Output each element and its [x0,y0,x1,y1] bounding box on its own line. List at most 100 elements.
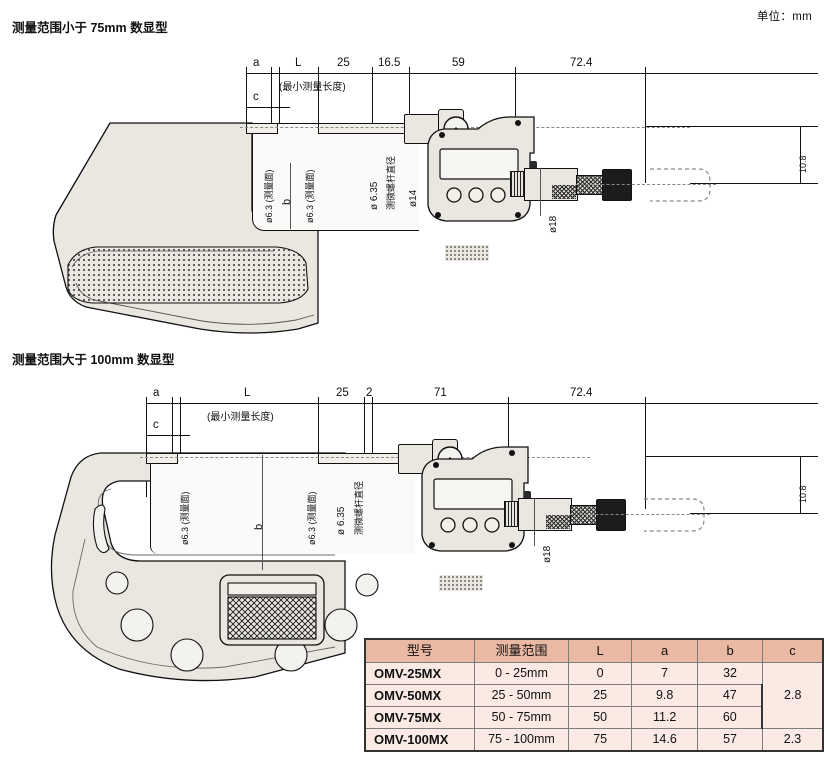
cell-b: 32 [697,662,763,685]
th-range: 测量范围 [473,638,570,663]
callout-anvil-face-2: ø6.3 (测量面) [180,491,190,545]
callout-b-1: b [281,198,293,205]
cell-b: 47 [697,684,764,707]
dim-10-8-label: 10.8 [798,155,808,173]
heat-shield-pad-1 [67,246,309,304]
dim-ext-a-left-2 [146,397,147,497]
dim-c-label-2: c [153,419,159,431]
dim-ext-724-right [645,67,646,183]
display-grip-dots-1 [445,245,489,261]
leader-b-1 [290,163,291,229]
leader-b-2 [262,455,263,570]
dim-line-108-top [645,126,818,127]
cell-L: 25 [568,684,633,707]
measuring-gap-2 [150,453,415,554]
digital-display-head-2 [421,446,531,552]
dim-ext-2-right-2 [372,397,373,505]
cell-range: 50 - 75mm [473,706,570,729]
spindle-2 [318,453,408,464]
callout-spindle-face-1: ø6.3 (测量面) [305,169,315,223]
dim-72-4-label: 72.4 [570,57,593,69]
dim-c-label: c [253,91,259,103]
cell-b: 57 [697,728,763,752]
micrometer-drawing-under-75mm: a L 25 16.5 59 72.4 (最小测量长度) c 10.8 [0,55,824,334]
table-row: OMV-75MX 50 - 75mm 50 11.2 60 [363,706,823,729]
callout-spindle-face-2: ø6.3 (测量面) [307,491,317,545]
callout-spindle-dia-1: ø 6.35 [369,181,380,210]
section-title-over-100mm: 测量范围大于 100mm 数显型 [12,353,175,367]
cell-a: 11.2 [631,706,699,729]
dim-line-108-bottom [690,183,818,184]
display-grip-dots-2 [439,575,483,591]
cell-a: 14.6 [631,728,699,752]
cell-L: 0 [568,662,633,685]
thimble-knurl-2 [546,515,570,529]
dim-L-note: (最小测量长度) [279,82,346,93]
extension-hidden-outline-2 [644,498,705,532]
axis-centerline-right-2 [570,514,710,515]
callout-thimble-dia-1: ø18 [548,215,559,233]
callout-sleeve-dia-1: ø14 [408,189,419,207]
specification-table: 型号 测量范围 L a b c OMV-25MX 0 - 25mm 0 7 32… [363,638,824,752]
cell-b: 60 [697,706,764,729]
dim-ext-108-2 [800,456,801,513]
dim-line-top-1 [246,73,818,74]
cell-range: 25 - 50mm [473,684,570,707]
section-title-under-75mm: 测量范围小于 75mm 数显型 [12,21,168,35]
callout-spindle-dia-2: ø 6.35 [336,506,347,535]
dim-a-label: a [253,57,260,69]
dim-line-c-2 [146,435,190,436]
cell-c: 2.3 [761,728,824,752]
dim-2-label-2: 2 [366,387,373,399]
cell-range: 75 - 100mm [473,728,570,752]
table-row: OMV-50MX 25 - 50mm 25 9.8 47 [363,684,823,707]
cell-c-merged: 2.8 [761,662,824,729]
dim-line-108-top-2 [645,456,818,457]
dim-71-label-2: 71 [434,387,447,399]
axis-centerline-2 [140,457,590,458]
th-a: a [631,638,699,663]
cell-model: OMV-100MX [363,728,475,752]
dim-ext-25-right-2 [364,397,365,505]
dim-L-note-2: (最小测量长度) [207,412,274,423]
grip-pad-2 [219,574,325,646]
cell-L: 50 [568,706,633,729]
th-L: L [568,638,633,663]
dim-ext-71-right-2 [508,397,509,493]
cell-model: OMV-75MX [363,706,475,729]
anvil-1 [246,123,278,134]
cell-a: 7 [631,662,699,685]
cell-model: OMV-50MX [363,684,475,707]
dim-ext-108 [800,126,801,183]
dim-25-label: 25 [337,57,350,69]
sleeve-ridges-1 [510,171,528,197]
dim-ext-a-right-2 [172,397,173,505]
axis-centerline-right-1 [576,184,716,185]
dim-25-label-2: 25 [336,387,349,399]
dim-ext-L-right-2 [318,397,319,505]
cell-range: 0 - 25mm [473,662,570,685]
dim-line-108-bottom-2 [690,513,818,514]
callout-spindle-dia-note-2: 测微螺杆直径 [354,480,364,535]
th-b: b [697,638,763,663]
th-model: 型号 [363,638,475,663]
anvil-2 [146,453,178,464]
thimble-knurl-1 [552,185,576,199]
dim-72-4-label-2: 72.4 [570,387,593,399]
callout-spindle-dia-note-1: 测微螺杆直径 [386,155,396,210]
sleeve-ridges-2 [504,501,522,527]
dim-16-5-label: 16.5 [378,57,401,69]
sleeve-1 [404,114,444,144]
table-row: OMV-25MX 0 - 25mm 0 7 32 2.8 [363,662,824,729]
micrometer-drawing-over-100mm: a L 25 2 71 72.4 (最小测量长度) c 10.8 [0,385,824,682]
dim-ext-L-left-2 [180,397,181,505]
cell-a: 9.8 [631,684,699,707]
ratchet-shaft-knurl-1 [576,175,606,195]
dim-59-label: 59 [452,57,465,69]
unit-note: 单位：mm [756,11,812,23]
spindle-1 [318,123,414,134]
dim-line-c-1 [246,107,290,108]
dim-ext-724-right-2 [645,397,646,509]
cell-L: 75 [568,728,633,752]
callout-thimble-dia-2: ø18 [542,545,553,563]
